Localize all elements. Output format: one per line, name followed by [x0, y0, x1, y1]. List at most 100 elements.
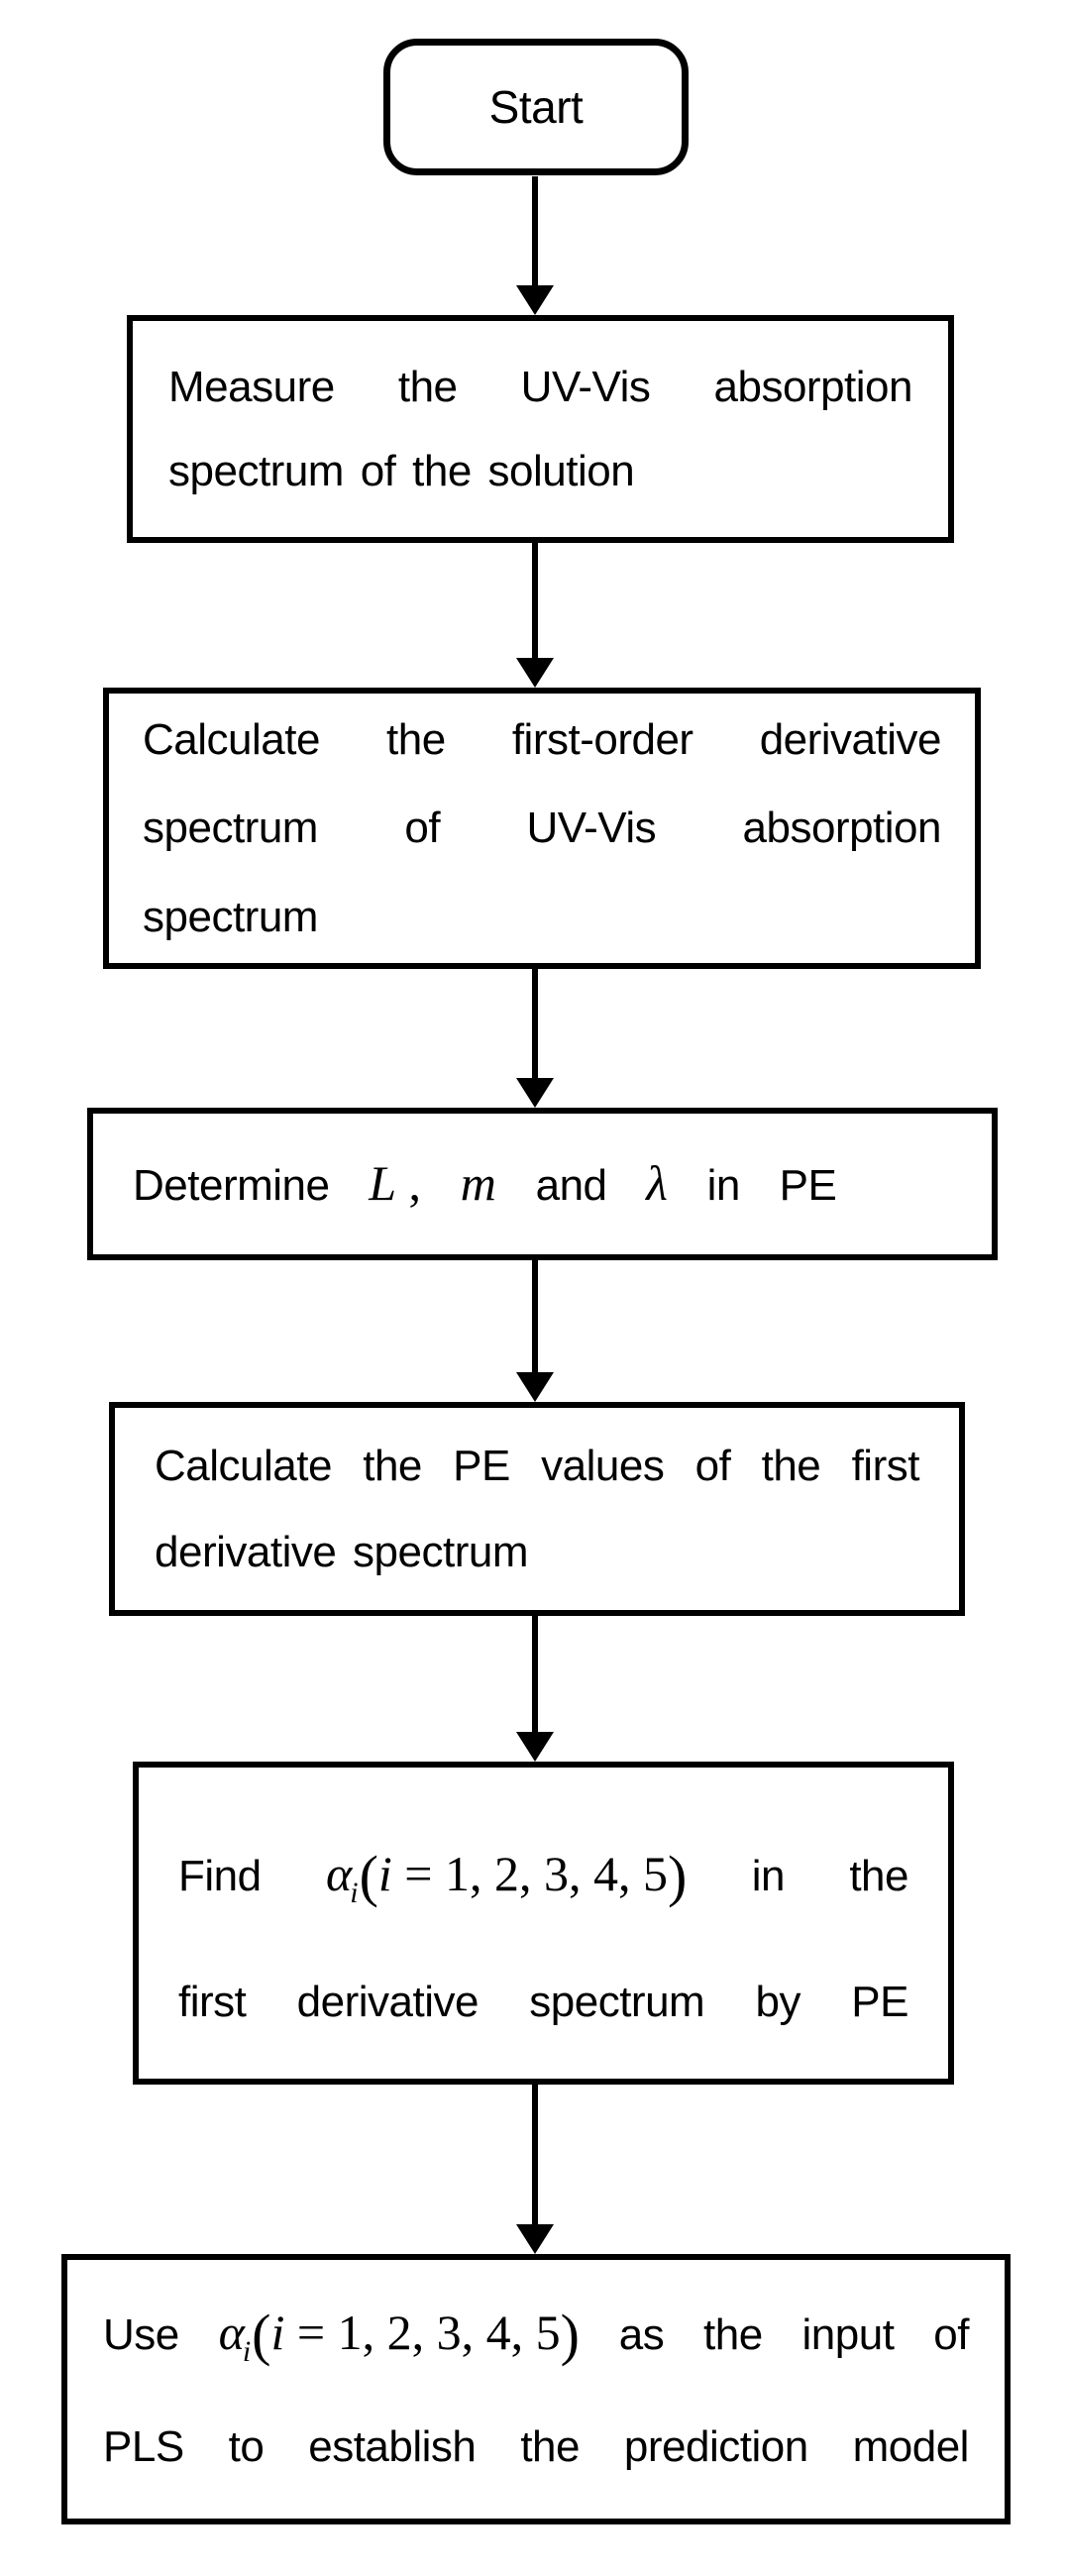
step-word: by — [755, 1977, 801, 2026]
step-word: absorption — [713, 362, 913, 411]
step-word: solution — [487, 447, 635, 495]
step-word: the — [397, 362, 458, 411]
math-expression: αi(i = 1, 2, 3, 4, 5) — [219, 2307, 580, 2367]
flow-arrow-4 — [516, 1260, 554, 1402]
arrow-shaft — [532, 969, 538, 1080]
arrow-head-icon — [516, 1372, 554, 1402]
step-word: UV-Vis — [526, 804, 657, 853]
math-symbol: = 1, 2, 3, 4, 5 — [284, 2305, 561, 2361]
step-word: prediction — [623, 2422, 808, 2472]
step-word: spectrum — [168, 447, 344, 495]
math-symbol: α — [218, 2305, 245, 2361]
math-symbol: = 1, 2, 3, 4, 5 — [391, 1845, 668, 1901]
step-word: Calculate — [143, 715, 320, 765]
math-symbol: m — [460, 1154, 496, 1211]
step-word: the — [520, 2422, 580, 2472]
arrow-head-icon — [516, 658, 554, 688]
step-word: Measure — [168, 362, 335, 411]
step-word: model — [852, 2422, 970, 2472]
step-word: as — [618, 2310, 665, 2360]
step-word: Determine — [133, 1160, 330, 1210]
step-word: spectrum — [143, 804, 318, 853]
arrow-shaft — [532, 2085, 538, 2226]
step-word: the — [761, 1441, 821, 1490]
math-symbol: i — [350, 1876, 359, 1909]
step-word: Calculate — [155, 1441, 332, 1490]
start-label: Start — [488, 81, 584, 133]
step-find-alpha: Find αi(i = 1, 2, 3, 4, 5) in the first deriv… — [133, 1762, 954, 2085]
math-symbol: i — [242, 2335, 252, 2369]
start-node: Start — [383, 39, 689, 175]
math-expression: αi(i = 1, 2, 3, 4, 5) — [325, 1845, 687, 1909]
step-word: first — [851, 1441, 920, 1490]
arrow-head-icon — [516, 2224, 554, 2254]
arrow-shaft — [532, 1260, 538, 1374]
step-text-line: spectrum of UV-Vis absorption — [143, 804, 942, 853]
step-word: UV-Vis — [520, 362, 651, 411]
math-symbol: α — [325, 1845, 353, 1901]
math-symbol: , — [396, 1154, 422, 1211]
step-word: Use — [103, 2310, 179, 2360]
step-word: and — [535, 1160, 607, 1210]
step-word: establish — [308, 2422, 477, 2472]
arrow-head-icon — [516, 285, 554, 315]
step-word: of — [360, 447, 396, 495]
step-word: spectrum — [529, 1977, 705, 2026]
math-symbol: ( — [359, 1843, 378, 1908]
flow-arrow-2 — [516, 543, 554, 688]
math-symbol: ) — [560, 2303, 580, 2368]
step-word: PE — [851, 1977, 908, 2026]
step-text-line: Calculate the first-order derivative — [143, 715, 942, 765]
step-word: first — [178, 1977, 247, 2026]
step-word: derivative — [296, 1977, 480, 2026]
step-word: PLS — [103, 2422, 184, 2472]
step-word: PE — [779, 1160, 837, 1210]
step-word: to — [228, 2422, 265, 2472]
step-word: the — [412, 447, 472, 495]
math-symbol: λ — [646, 1154, 668, 1211]
step-word: of — [694, 1441, 731, 1490]
math-expression: λ — [646, 1155, 668, 1211]
step-word: derivative — [155, 1528, 337, 1576]
step-word: in — [706, 1160, 741, 1210]
step-word: input — [801, 2310, 895, 2360]
arrow-shaft — [532, 1616, 538, 1734]
step-word: the — [849, 1851, 908, 1900]
step-word: values — [541, 1441, 665, 1490]
step-word: the — [386, 715, 446, 765]
step-text-line: derivative spectrum — [155, 1528, 919, 1576]
step-text-line: Find αi(i = 1, 2, 3, 4, 5) in the — [178, 1845, 908, 1909]
math-symbol: L — [369, 1154, 397, 1211]
arrow-shaft — [532, 176, 538, 287]
step-word: in — [751, 1851, 786, 1900]
math-symbol: ( — [252, 2303, 271, 2368]
step-text-line: first derivative spectrum by PE — [178, 1978, 908, 2026]
math-symbol: i — [270, 2305, 285, 2361]
step-first-order-derivative: Calculate the first-order derivative spectru… — [103, 688, 981, 969]
arrow-head-icon — [516, 1078, 554, 1108]
step-word: of — [933, 2310, 969, 2360]
math-symbol: ) — [668, 1843, 688, 1908]
step-word: of — [404, 804, 441, 853]
step-word: Find — [178, 1851, 262, 1900]
step-word: absorption — [742, 804, 942, 853]
flow-arrow-3 — [516, 969, 554, 1108]
step-text-line: Measure the UV-Vis absorption — [168, 362, 913, 411]
arrow-shaft — [532, 543, 538, 660]
step-word: spectrum — [143, 892, 318, 941]
step-word: the — [703, 2310, 763, 2360]
step-word: first-order — [511, 715, 693, 765]
step-determine-parameters: Determine L , m and λ in PE — [87, 1108, 998, 1260]
step-word: spectrum — [353, 1528, 528, 1576]
step-word: derivative — [759, 715, 942, 765]
math-symbol: i — [377, 1845, 392, 1901]
arrow-head-icon — [516, 1732, 554, 1762]
step-word: the — [363, 1441, 422, 1490]
flow-arrow-6 — [516, 2085, 554, 2254]
flow-arrow-1 — [516, 176, 554, 315]
step-text-line: spectrum — [143, 893, 941, 941]
